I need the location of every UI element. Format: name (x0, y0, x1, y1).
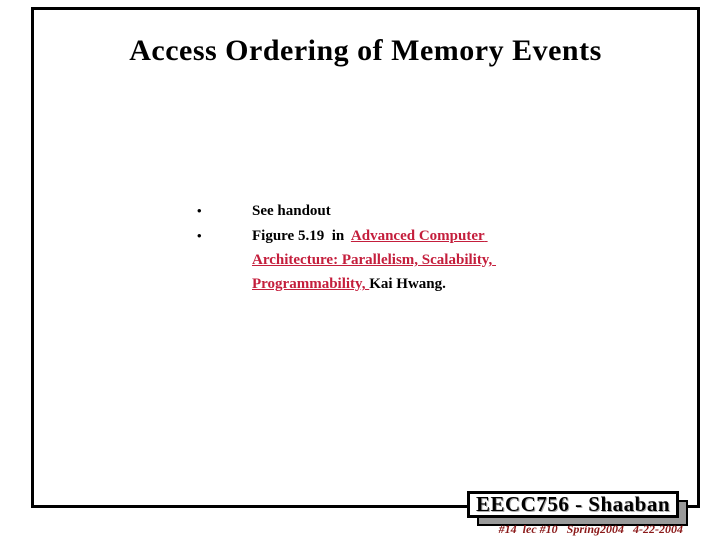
slide-title: Access Ordering of Memory Events (129, 34, 602, 67)
footer-course-label: EECC756 - Shaaban (475, 492, 671, 516)
bullet-text-segment: Figure 5.19 in (252, 228, 351, 244)
bullet-item: • Figure 5.19 in Advanced Computer Archit… (197, 224, 557, 296)
bullet-glyph: • (197, 203, 202, 218)
bullet-text: See handout (252, 199, 554, 223)
bullet-list: • See handout • Figure 5.19 in Advanced Com… (197, 199, 557, 297)
bullet-text-segment: Kai Hwang. (369, 276, 446, 292)
bullet-glyph: • (197, 228, 202, 243)
bullet-item: • See handout (197, 199, 557, 223)
bullet-text-segment: See handout (252, 203, 331, 219)
slide-frame: Access Ordering of Memory Events • See ha… (31, 7, 700, 508)
book-title-link[interactable]: Advanced Computer Architecture: Parallel… (252, 228, 496, 292)
footer-course-box: EECC756 - Shaaban (467, 491, 679, 518)
lecture-info: #14 lec #10 Spring2004 4-22-2004 (498, 522, 683, 536)
bullet-text: Figure 5.19 in Advanced Computer Archite… (252, 224, 554, 296)
